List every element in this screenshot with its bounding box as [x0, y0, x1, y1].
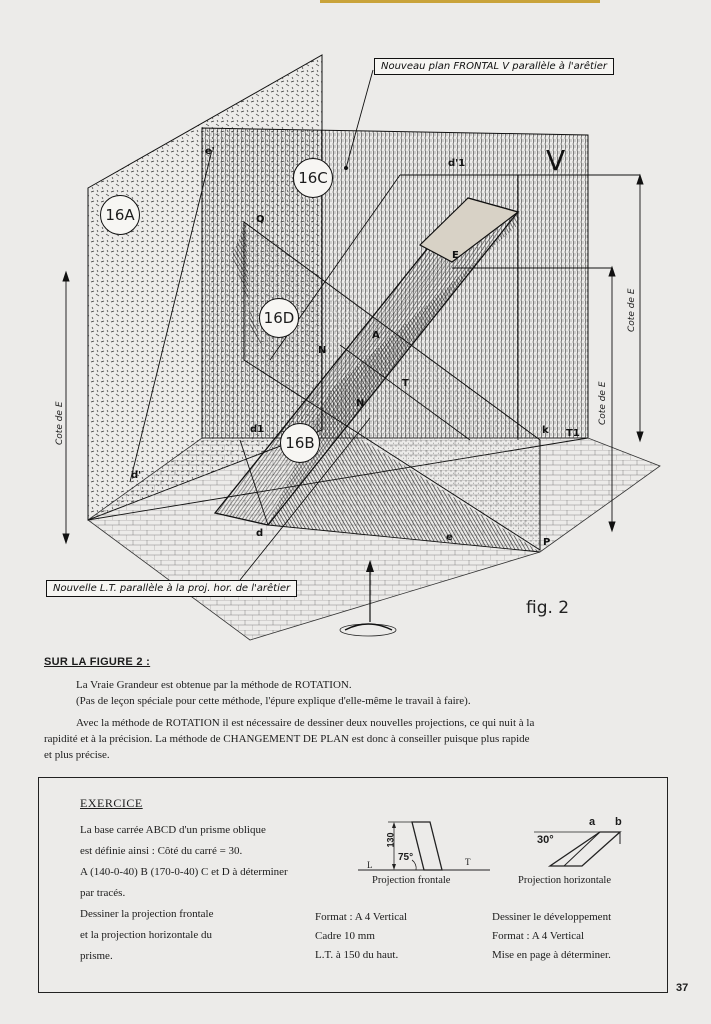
cote-right-2: Cote de E — [598, 381, 608, 425]
frontal-height-label: 130 — [385, 832, 396, 848]
label-new-lt: Nouvelle L.T. parallèle à la proj. hor. … — [46, 580, 298, 597]
spec-line: Dessiner le développement — [492, 911, 612, 923]
point-e: E — [452, 250, 459, 261]
exercise-line: et la projection horizontale du — [80, 929, 212, 941]
exercise-line: A (140-0-40) B (170-0-40) C et D à déter… — [80, 866, 288, 878]
paragraph-2-line-2: rapidité et à la précision. La méthode d… — [44, 733, 530, 745]
specs-left: Format : A 4 Vertical Cadre 10 mm L.T. à… — [315, 908, 407, 965]
label-frontal-plane: Nouveau plan FRONTAL V parallèle à l'arê… — [374, 58, 614, 75]
technical-drawing — [62, 54, 661, 641]
specs-right: Dessiner le développement Format : A 4 V… — [492, 908, 611, 965]
point-d1: d1 — [250, 424, 265, 435]
cote-left: Cote de E — [55, 401, 65, 445]
point-t: T — [402, 378, 409, 389]
point-e-lower: e — [446, 532, 453, 543]
exercise-line: Dessiner la projection frontale — [80, 908, 214, 920]
exercise-line: prisme. — [80, 950, 113, 962]
point-e-prime: e' — [205, 146, 215, 157]
circle-16a: 16A — [100, 195, 140, 235]
spec-line: L.T. à 150 du haut. — [315, 949, 399, 961]
point-p: P — [543, 537, 551, 548]
figure-caption: fig. 2 — [526, 598, 570, 618]
frontal-angle-label: 75° — [398, 852, 414, 863]
spec-line: Format : A 4 Vertical — [492, 930, 585, 942]
spec-line: Mise en page à déterminer. — [492, 949, 611, 961]
page-number: 37 — [676, 982, 689, 994]
top-edge-strip — [320, 0, 600, 3]
circle-16d: 16D — [259, 298, 299, 338]
point-a: A — [372, 330, 380, 341]
circle-16b: 16B — [280, 423, 320, 463]
frontal-l-label: L — [367, 860, 373, 870]
prism-face-dark — [268, 212, 518, 525]
plane-16d — [243, 221, 541, 551]
exercise-line: La base carrée ABCD d'un prisme oblique — [80, 824, 266, 836]
shadow-upper — [232, 222, 262, 345]
point-n-2: N — [356, 398, 365, 409]
point-k: k — [542, 425, 549, 436]
horizontal-angle-label: 30° — [537, 834, 554, 846]
point-t1: T1 — [566, 428, 580, 439]
exercise-title: EXERCICE — [80, 796, 143, 810]
paragraph-1-line-1: La Vraie Grandeur est obtenue par la mét… — [76, 679, 352, 691]
exercise-line: est définie ainsi : Côté du carré = 30. — [80, 845, 243, 857]
point-d: d — [256, 528, 264, 539]
horizontal-projection-sketch — [534, 831, 622, 867]
frontal-caption: Projection frontale — [372, 875, 451, 886]
spec-line: Format : A 4 Vertical — [315, 911, 408, 923]
point-d-prime-1: d'1 — [448, 158, 466, 169]
prism-top-end — [418, 197, 520, 263]
point-n: N — [318, 345, 327, 356]
point-v: V — [546, 144, 566, 177]
point-d-prime: d' — [131, 470, 142, 481]
exercise-line: par tracés. — [80, 887, 126, 899]
frontal-t-label: T — [465, 857, 471, 867]
paragraph-1-line-2: (Pas de leçon spéciale pour cette méthod… — [76, 695, 471, 707]
section-heading: SUR LA FIGURE 2 : — [44, 656, 151, 668]
horizontal-a-label: a — [589, 816, 596, 828]
point-q: Q — [256, 214, 265, 225]
exercise-statement: La base carrée ABCD d'un prisme oblique … — [80, 820, 320, 967]
horizontal-b-label: b — [615, 816, 622, 828]
paragraph-2-line-3: et plus précise. — [44, 749, 110, 761]
cote-right-1: Cote de E — [627, 288, 637, 332]
horizontal-caption: Projection horizontale — [518, 875, 612, 886]
exercise-box: EXERCICE La base carrée ABCD d'un prisme… — [38, 777, 668, 993]
frontal-projection-sketch — [358, 821, 490, 871]
spec-line: Cadre 10 mm — [315, 930, 375, 942]
circle-16c: 16C — [293, 158, 333, 198]
paragraph-2-line-1: Avec la méthode de ROTATION il est néces… — [76, 717, 535, 729]
